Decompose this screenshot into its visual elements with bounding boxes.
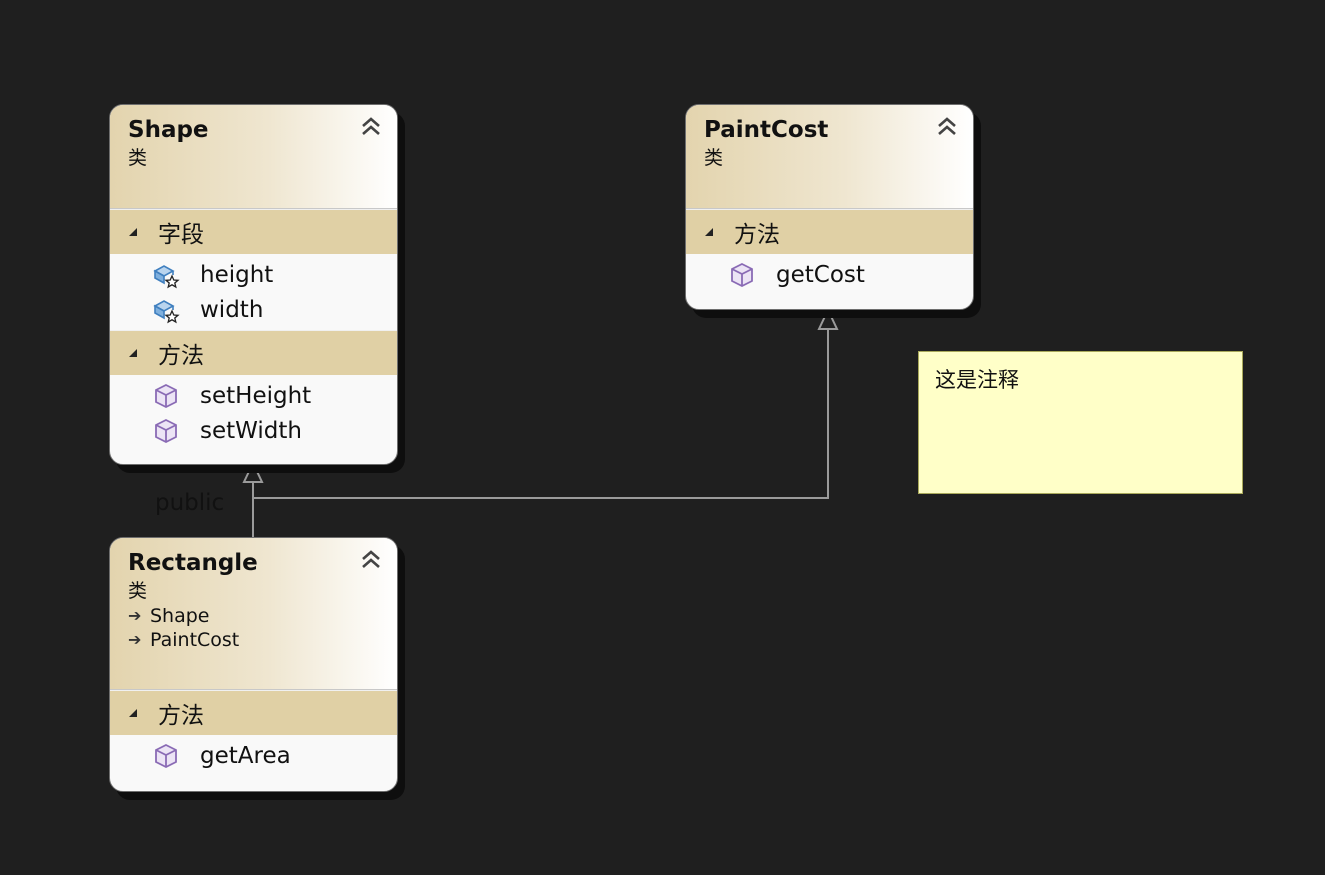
expanded-triangle-icon [129, 349, 137, 357]
class-kind: 类 [128, 147, 148, 169]
class-header[interactable]: Rectangle 类 ➔ Shape ➔ PaintCost [110, 538, 397, 690]
comment-text: 这是注释 [935, 368, 1019, 392]
inheritance-arrow-icon: ➔ [128, 630, 142, 649]
method-cube-icon [731, 262, 753, 287]
comment-note[interactable]: 这是注释 [918, 351, 1243, 494]
inheritance-arrow-icon: ➔ [128, 606, 142, 625]
double-chevron-up-icon[interactable] [359, 115, 383, 139]
base-type-label: Shape [150, 605, 210, 627]
section-title: 方法 [158, 703, 204, 729]
base-type-item[interactable]: ➔ PaintCost [128, 628, 379, 652]
class-header[interactable]: PaintCost 类 [686, 105, 973, 209]
class-kind: 类 [128, 580, 148, 602]
class-shape[interactable]: Shape 类 字段 height [109, 104, 398, 465]
method-cube-icon [155, 418, 177, 443]
method-label: setHeight [200, 382, 312, 409]
field-icon [153, 264, 180, 288]
class-kind: 类 [704, 147, 724, 169]
method-item[interactable]: setHeight [110, 378, 397, 413]
method-cube-icon [155, 743, 177, 768]
class-rectangle[interactable]: Rectangle 类 ➔ Shape ➔ PaintCost 方法 [109, 537, 398, 792]
method-list: getCost [686, 254, 973, 295]
class-name: Shape [128, 117, 209, 143]
field-label: height [200, 261, 274, 288]
section-methods[interactable]: 方法 [110, 330, 397, 375]
section-methods[interactable]: 方法 [686, 209, 973, 254]
method-cube-icon [155, 383, 177, 408]
method-item[interactable]: getCost [686, 257, 973, 292]
method-label: getCost [776, 261, 865, 288]
inheritance-arrowhead-shape [242, 460, 264, 483]
field-list: height width [110, 254, 397, 330]
section-title: 方法 [158, 343, 204, 369]
inheritance-arrowhead-paintcost [817, 307, 839, 330]
expanded-triangle-icon [129, 228, 137, 236]
inheritance-line-paintcost [253, 328, 829, 499]
section-title: 字段 [158, 222, 204, 248]
method-label: setWidth [200, 417, 302, 444]
field-item[interactable]: width [110, 292, 397, 327]
double-chevron-up-icon[interactable] [359, 548, 383, 572]
class-name: PaintCost [704, 117, 829, 143]
expanded-triangle-icon [129, 709, 137, 717]
method-list: getArea [110, 735, 397, 776]
field-label: width [200, 296, 264, 323]
field-icon [153, 299, 180, 323]
double-chevron-up-icon[interactable] [935, 115, 959, 139]
class-header[interactable]: Shape 类 [110, 105, 397, 209]
base-type-item[interactable]: ➔ Shape [128, 604, 379, 628]
method-item[interactable]: setWidth [110, 413, 397, 448]
section-methods[interactable]: 方法 [110, 690, 397, 735]
field-item[interactable]: height [110, 257, 397, 292]
expanded-triangle-icon [705, 228, 713, 236]
method-list: setHeight setWidth [110, 375, 397, 451]
method-item[interactable]: getArea [110, 738, 397, 773]
method-label: getArea [200, 742, 291, 769]
class-paintcost[interactable]: PaintCost 类 方法 getCost [685, 104, 974, 310]
connector-label-public: public [155, 490, 225, 516]
section-title: 方法 [734, 222, 780, 248]
section-fields[interactable]: 字段 [110, 209, 397, 254]
base-type-label: PaintCost [150, 629, 240, 651]
class-name: Rectangle [128, 550, 258, 576]
